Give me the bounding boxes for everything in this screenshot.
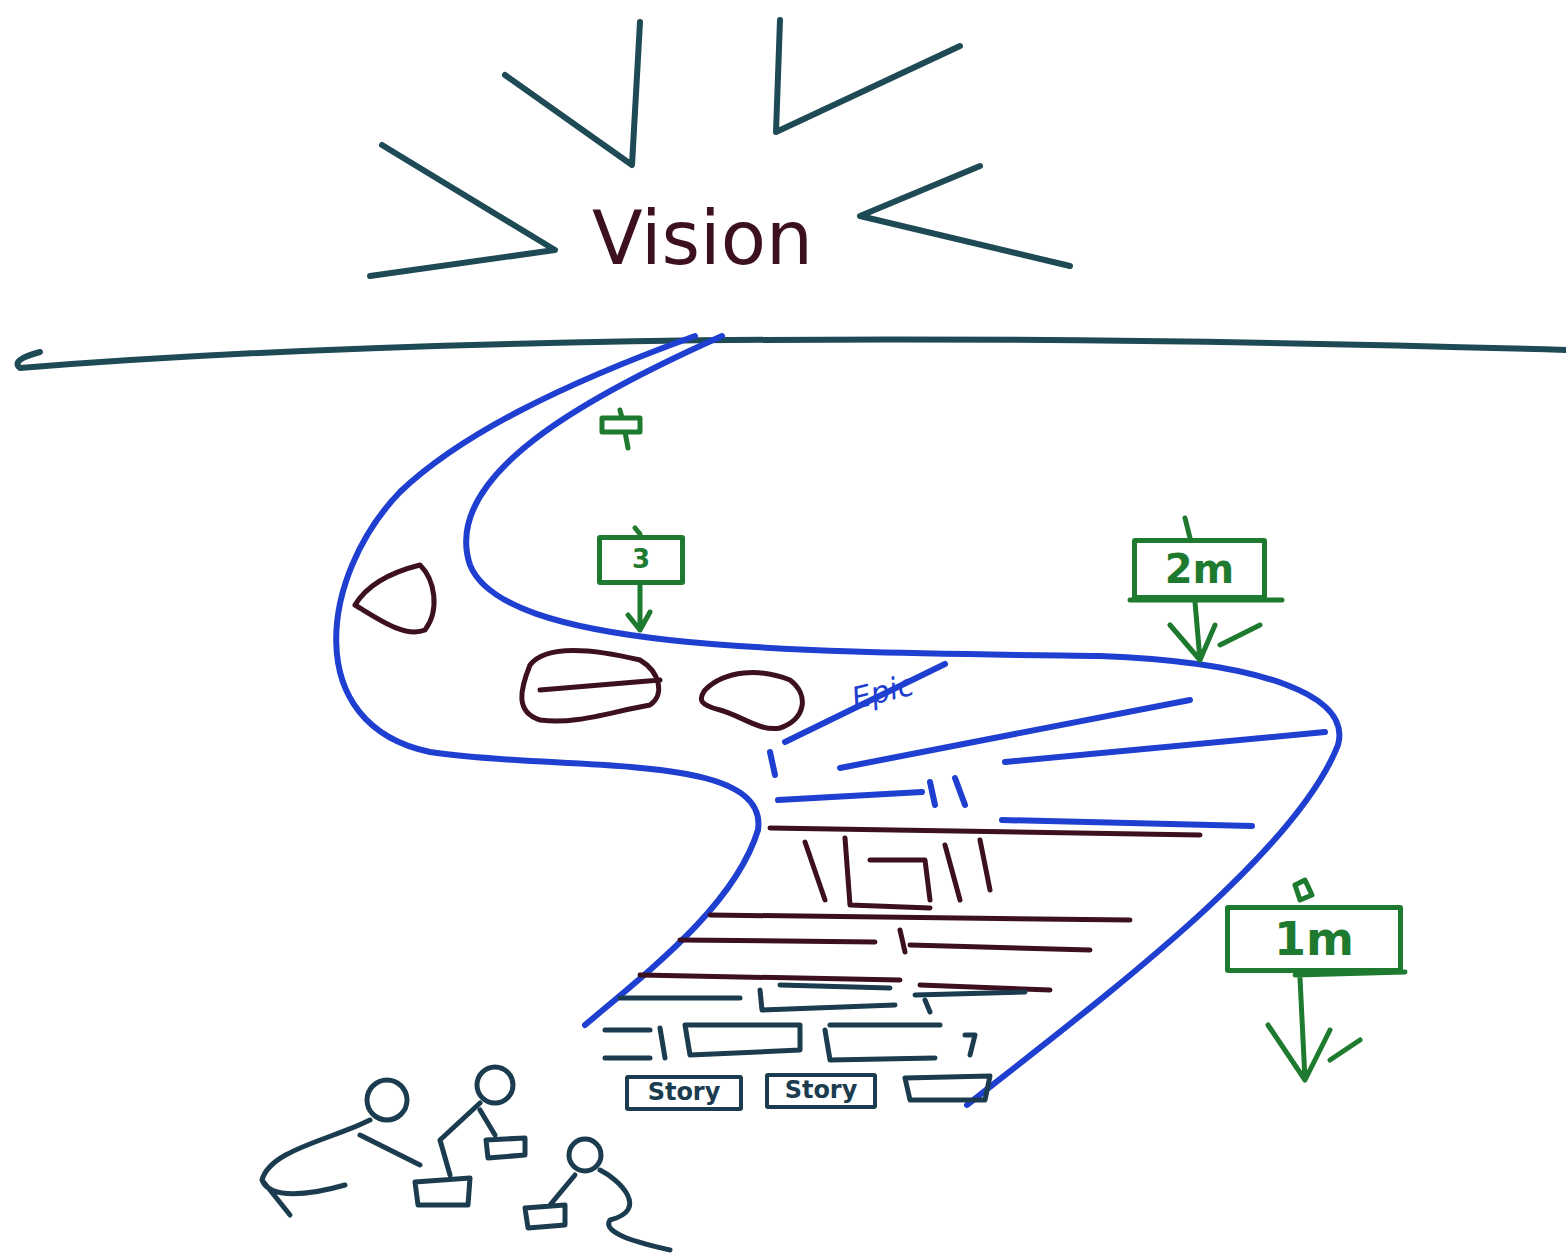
person-body — [415, 1103, 525, 1205]
epic-line — [1005, 732, 1325, 762]
horizon-line — [18, 339, 1566, 368]
milestone-sign: 1m — [1225, 905, 1403, 973]
sign-text: 3 — [632, 546, 650, 573]
milestone-sign: 2m — [1132, 538, 1267, 600]
sign-text: 2m — [1165, 548, 1235, 590]
sign-post — [1130, 518, 1282, 660]
rock — [355, 565, 434, 632]
road — [336, 336, 1339, 1105]
brick-line — [620, 985, 1025, 1012]
epic-tick — [770, 752, 775, 775]
brick-line — [680, 930, 1090, 952]
sign-post — [628, 528, 650, 630]
ray — [505, 22, 640, 165]
epic-line — [840, 700, 1190, 768]
person-head — [367, 1080, 407, 1120]
sign-text: 1m — [1274, 915, 1354, 963]
brick-line — [805, 838, 990, 908]
epic-line — [778, 792, 922, 800]
person-body — [525, 1170, 670, 1250]
person-head — [569, 1139, 601, 1171]
sign-posts — [628, 518, 1405, 1080]
rocks — [355, 565, 802, 729]
epic-line — [785, 664, 945, 742]
sign-post — [602, 410, 640, 448]
brick-line — [605, 1025, 975, 1060]
far-sign — [602, 410, 640, 448]
person-body — [262, 1120, 420, 1215]
ray — [776, 20, 960, 132]
sign-text: Story — [785, 1078, 858, 1103]
epic-line — [1002, 820, 1252, 826]
ray — [860, 166, 1070, 266]
brick-line — [710, 915, 1130, 920]
story-card: Story — [765, 1073, 877, 1109]
epic-tick — [930, 778, 965, 805]
ray — [370, 145, 555, 276]
sign-text: Story — [648, 1080, 721, 1105]
epic-label: Epic — [848, 667, 917, 716]
road-edge — [466, 336, 1339, 1105]
person-head — [477, 1067, 513, 1103]
sign-post — [1268, 880, 1405, 1080]
road-edge — [336, 336, 758, 1025]
bricks — [640, 828, 1200, 990]
brick-line — [770, 828, 1200, 835]
rock — [701, 673, 802, 729]
team — [262, 1067, 670, 1250]
rock — [522, 650, 660, 721]
story-card: Story — [625, 1075, 743, 1111]
milestone-sign: 3 — [597, 535, 685, 585]
vision-label: Vision — [592, 195, 813, 281]
story-card — [905, 1076, 990, 1100]
